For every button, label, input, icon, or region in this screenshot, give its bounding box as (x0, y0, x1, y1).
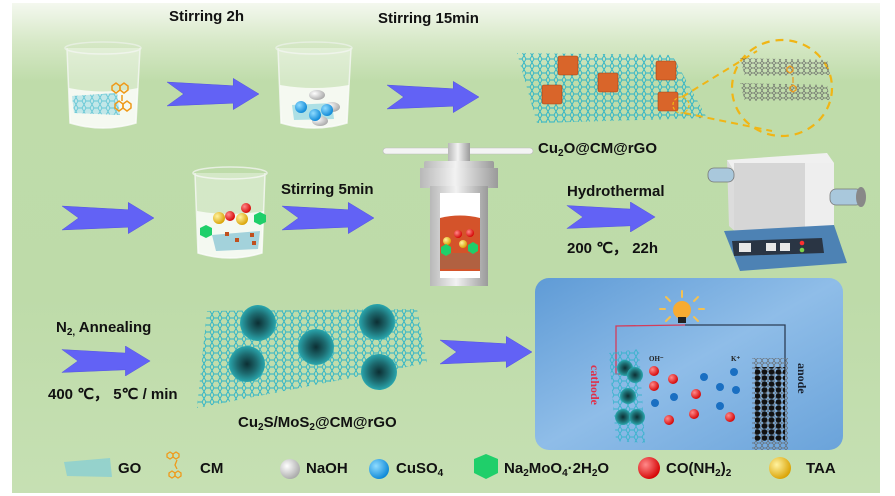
final-product-label: Cu2S/MoS2@CM@rGO (238, 414, 397, 433)
legend-subscript: 4 (437, 468, 444, 479)
zoom-inset (681, 38, 834, 138)
product-text: S/MoS (263, 414, 310, 431)
legend-subscript: 2 (591, 468, 598, 479)
arrow-step2 (387, 81, 479, 113)
legend-text-part: O (597, 460, 610, 477)
k-ion-label: K⁺ (731, 355, 741, 363)
arrow-step1 (167, 78, 259, 110)
anode-label: anode (795, 363, 809, 394)
arrow-step6 (61, 346, 151, 376)
light-bulb-icon (659, 290, 705, 323)
step6-text: Annealing (75, 319, 152, 336)
arrow-step5 (566, 202, 656, 232)
intermediate-product-label: Cu2O@CM@rGO (538, 140, 657, 159)
product-text: Cu (238, 414, 258, 431)
beaker-go-cm (64, 41, 142, 129)
step1-label: Stirring 2h (169, 8, 245, 25)
legend-na2moo4: Na2MoO4·2H2O (504, 460, 609, 479)
legend-cm: CM (200, 460, 224, 477)
legend-text-part: Na (504, 460, 524, 477)
legend-text-part: CuSO (396, 460, 438, 477)
product-subscript: 2 (258, 422, 264, 433)
legend-text-part: ·2H (567, 460, 592, 477)
step6-subscript: 2, (66, 327, 76, 338)
battery-panel (535, 278, 843, 450)
legend-subscript: 2 (523, 468, 529, 479)
step5-condition: 200 ℃， 22h (567, 240, 659, 257)
legend-icons (64, 451, 791, 479)
legend-subscript: 2 (715, 468, 721, 479)
product-text: Cu (538, 140, 558, 157)
taa-sphere-icon (769, 457, 791, 479)
cu2s-mos2-cm-rgo-sheet (197, 304, 427, 408)
cm-molecule-icon (166, 451, 182, 479)
legend-text-part: ) (720, 460, 726, 477)
legend-urea: CO(NH2)2 (666, 460, 731, 479)
step5-label: Hydrothermal (567, 183, 665, 200)
legend-naoh: NaOH (306, 460, 348, 477)
product-subscript: 2 (558, 148, 564, 159)
product-text: @CM@rGO (314, 414, 397, 431)
legend-subscript: 2 (725, 468, 732, 479)
legend-subscript: 4 (562, 468, 568, 479)
autoclave (382, 143, 534, 286)
product-text: O@CM@rGO (563, 140, 657, 157)
arrow-step4 (282, 202, 374, 234)
oh-ion-label: OH⁻ (649, 355, 664, 363)
cathode-label: cathode (588, 365, 602, 405)
legend-cuso4: CuSO4 (396, 460, 443, 479)
legend-go: GO (118, 460, 142, 477)
diagram-graphics (61, 38, 866, 479)
tube-furnace (707, 153, 866, 271)
legend-taa: TAA (806, 460, 836, 477)
legend-text-part: CO(NH (666, 460, 716, 477)
go-sheet-icon (64, 458, 112, 477)
beaker-precursor-mix (192, 166, 268, 259)
step2-label: Stirring 15min (378, 10, 479, 27)
step6-label: N2, Annealing (56, 319, 151, 338)
step6-text: N (56, 319, 67, 336)
na2moo4-hexagon-icon (474, 454, 498, 479)
product-subscript: 2 (309, 422, 315, 433)
step4-label: Stirring 5min (281, 181, 374, 198)
cu2o-cm-rgo-sheet (517, 53, 707, 123)
arrow-step3 (62, 202, 154, 234)
beaker-naoh-cuso4 (275, 41, 353, 129)
naoh-sphere-icon (280, 459, 300, 479)
arrow-step7 (440, 336, 532, 368)
diagram-canvas: Stirring 2h Stirring 15min Cu2O@CM@rGO S… (12, 3, 880, 493)
cuso4-sphere-icon (369, 459, 389, 479)
urea-sphere-icon (638, 457, 660, 479)
legend-text-part: MoO (528, 460, 563, 477)
step6-condition: 400 ℃， 5℃ / min (48, 386, 178, 403)
